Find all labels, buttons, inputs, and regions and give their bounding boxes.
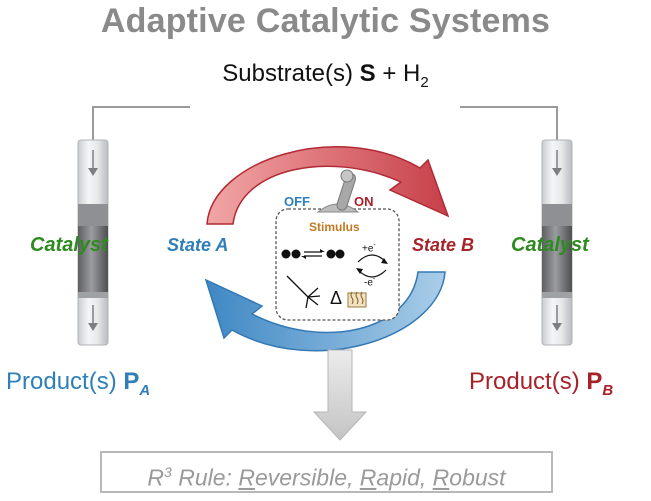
product-b-label: Product(s) PB — [469, 368, 614, 399]
state-a-label: State A — [167, 235, 229, 255]
right-column-tube — [541, 139, 573, 346]
stimulus-box — [275, 208, 400, 321]
red-arrow-a-to-b — [206, 146, 450, 225]
switch-off-label: OFF — [284, 194, 310, 209]
state-b-label: State B — [412, 235, 475, 255]
heat-icon — [347, 291, 367, 308]
equilibrium-icon — [281, 249, 345, 259]
light-icon — [286, 275, 321, 309]
switch-lever-icon — [316, 169, 360, 213]
r3-rule-box: R3 Rule: Reversible, Rapid, Robust — [100, 451, 553, 493]
electron-add-label: +e- — [362, 242, 376, 255]
catalyst-label-left: Catalyst — [30, 234, 108, 256]
redox-cycle-icon — [356, 254, 388, 278]
switch-on-label: ON — [354, 194, 374, 209]
product-a-label: Product(s) PA — [6, 368, 151, 399]
stimulus-title: Stimulus — [309, 220, 360, 234]
catalyst-label-right: Catalyst — [511, 234, 589, 256]
left-column-tube — [77, 139, 109, 346]
electron-remove-label: -e- — [364, 276, 376, 289]
down-arrow-icon — [312, 349, 368, 441]
page-title: Adaptive Catalytic Systems — [100, 2, 551, 40]
delta-symbol: Δ — [330, 288, 343, 308]
feed-lines — [92, 106, 558, 145]
substrate-line: Substrate(s) S + H2 — [222, 60, 429, 91]
